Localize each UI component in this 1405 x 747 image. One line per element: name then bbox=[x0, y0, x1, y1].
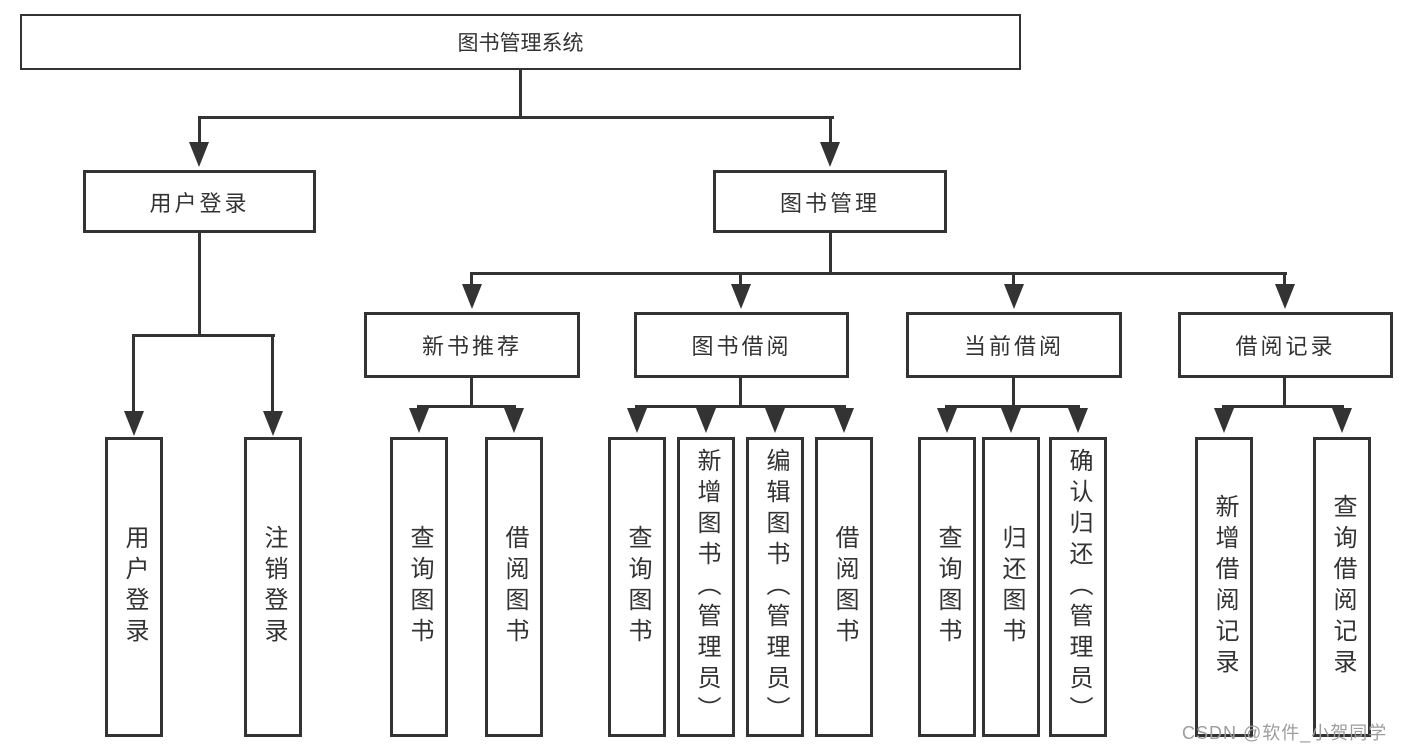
leaf-label: 新增借阅记录 bbox=[1211, 494, 1238, 680]
arrow-down-icon bbox=[834, 408, 854, 433]
arrow-down-icon bbox=[627, 408, 647, 433]
node-user-login: 用户登录 bbox=[83, 170, 316, 233]
connector-vline bbox=[1012, 272, 1015, 286]
node-book-management: 图书管理 bbox=[713, 170, 947, 233]
leaf-label: 编辑图书（管理员） bbox=[762, 447, 789, 727]
leaf-label: 借阅图书 bbox=[831, 525, 858, 649]
connector-hline bbox=[470, 272, 1287, 275]
leaf-label: 确认归还（管理员） bbox=[1065, 447, 1092, 727]
arrow-down-icon bbox=[462, 284, 482, 309]
node-new-book-recommend: 新书推荐 bbox=[364, 312, 580, 378]
leaf-add-borrow-record: 新增借阅记录 bbox=[1195, 437, 1253, 737]
arrow-down-icon bbox=[765, 408, 785, 433]
arrow-down-icon bbox=[820, 142, 840, 167]
connector-hline bbox=[1222, 405, 1344, 408]
leaf-label: 新增图书（管理员） bbox=[693, 447, 720, 727]
leaf-label: 用户登录 bbox=[121, 525, 148, 649]
arrow-down-icon bbox=[696, 408, 716, 433]
node-current-borrowing: 当前借阅 bbox=[906, 312, 1122, 378]
node-book-borrowing: 图书借阅 bbox=[634, 312, 849, 378]
connector-vline bbox=[1283, 378, 1286, 408]
arrow-down-icon bbox=[1275, 284, 1295, 309]
connector-vline bbox=[829, 116, 832, 144]
leaf-user-login: 用户登录 bbox=[105, 437, 163, 737]
leaf-return-books: 归还图书 bbox=[982, 437, 1040, 737]
csdn-watermark: CSDN @软件_小贺同学 bbox=[1182, 723, 1388, 743]
leaf-label: 查询图书 bbox=[934, 525, 961, 649]
arrow-down-icon bbox=[263, 411, 283, 436]
leaf-label: 归还图书 bbox=[998, 525, 1025, 649]
node-library-system: 图书管理系统 bbox=[20, 14, 1021, 70]
leaf-edit-book-admin: 编辑图书（管理员） bbox=[746, 437, 804, 737]
leaf-label: 注销登录 bbox=[260, 525, 287, 649]
leaf-borrow-books-recommend: 借阅图书 bbox=[485, 437, 543, 737]
connector-vline bbox=[198, 233, 201, 337]
connector-hline bbox=[635, 405, 846, 408]
connector-hline bbox=[198, 116, 834, 119]
connector-vline bbox=[829, 233, 832, 275]
arrow-down-icon bbox=[1001, 408, 1021, 433]
connector-hline bbox=[417, 405, 516, 408]
leaf-confirm-return-admin: 确认归还（管理员） bbox=[1049, 437, 1107, 737]
connector-vline bbox=[1012, 378, 1015, 408]
leaf-add-book-admin: 新增图书（管理员） bbox=[677, 437, 735, 737]
leaf-logout: 注销登录 bbox=[244, 437, 302, 737]
connector-vline bbox=[739, 378, 742, 408]
connector-vline bbox=[470, 272, 473, 286]
arrow-down-icon bbox=[124, 411, 144, 436]
connector-vline bbox=[271, 334, 274, 412]
connector-vline bbox=[1283, 272, 1286, 286]
connector-hline bbox=[132, 334, 275, 337]
connector-vline bbox=[198, 116, 201, 144]
connector-vline bbox=[519, 69, 522, 118]
arrow-down-icon bbox=[409, 408, 429, 433]
leaf-query-borrow-record: 查询借阅记录 bbox=[1313, 437, 1371, 737]
arrow-down-icon bbox=[1004, 284, 1024, 309]
leaf-query-books-recommend: 查询图书 bbox=[390, 437, 448, 737]
arrow-down-icon bbox=[504, 408, 524, 433]
leaf-borrow-books: 借阅图书 bbox=[815, 437, 873, 737]
connector-vline bbox=[132, 334, 135, 412]
arrow-down-icon bbox=[937, 408, 957, 433]
leaf-label: 查询图书 bbox=[624, 525, 651, 649]
leaf-label: 查询图书 bbox=[406, 525, 433, 649]
arrow-down-icon bbox=[1332, 408, 1352, 433]
leaf-query-books-current: 查询图书 bbox=[918, 437, 976, 737]
leaf-query-books-borrowing: 查询图书 bbox=[608, 437, 666, 737]
connector-hline bbox=[945, 405, 1080, 408]
arrow-down-icon bbox=[731, 284, 751, 309]
node-borrow-records: 借阅记录 bbox=[1178, 312, 1393, 378]
connector-vline bbox=[470, 378, 473, 408]
connector-vline bbox=[739, 272, 742, 286]
leaf-label: 查询借阅记录 bbox=[1329, 494, 1356, 680]
arrow-down-icon bbox=[189, 142, 209, 167]
arrow-down-icon bbox=[1068, 408, 1088, 433]
leaf-label: 借阅图书 bbox=[501, 525, 528, 649]
arrow-down-icon bbox=[1214, 408, 1234, 433]
